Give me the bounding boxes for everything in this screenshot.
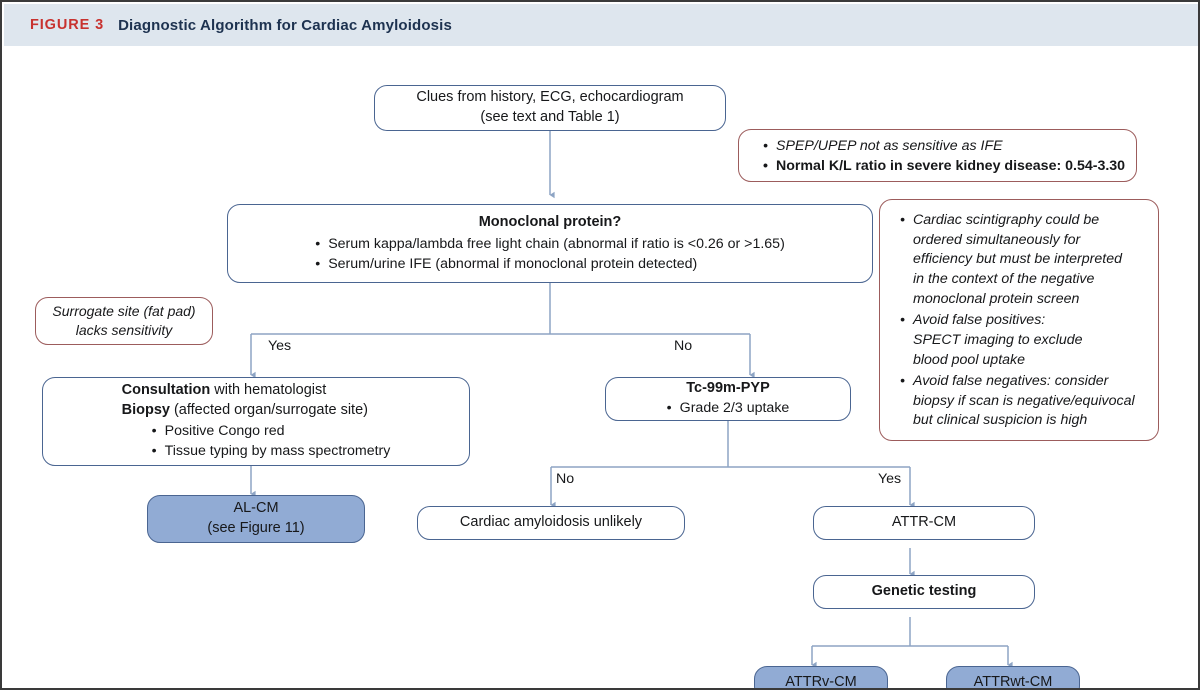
flowchart-canvas: Yes No No Yes Clues from history, ECG, e… [2, 46, 1198, 690]
node-monoclonal-item: Serum/urine IFE (abnormal if monoclonal … [315, 255, 785, 275]
node-monoclonal-item: Serum kappa/lambda free light chain (abn… [315, 235, 785, 255]
node-monoclonal-list: Serum kappa/lambda free light chain (abn… [315, 235, 785, 275]
node-monoclonal-protein[interactable]: Monoclonal protein? Serum kappa/lambda f… [227, 204, 873, 283]
node-pyp-list: Grade 2/3 uptake [667, 399, 790, 419]
node-clues[interactable]: Clues from history, ECG, echocardiogram … [374, 85, 726, 131]
node-consultation-biopsy[interactable]: Consultation with hematologist Biopsy (a… [42, 377, 470, 466]
figure-title: Diagnostic Algorithm for Cardiac Amyloid… [118, 16, 452, 34]
node-biopsy-list: Positive Congo red Tissue typing by mass… [152, 422, 391, 462]
note-scintigraphy: Cardiac scintigraphy could be ordered si… [879, 199, 1159, 441]
node-pyp-title: Tc-99m-PYP [686, 380, 770, 396]
note-scintigraphy-item: Cardiac scintigraphy could be ordered si… [900, 211, 1135, 310]
note-spep-upep-item: Normal K/L ratio in severe kidney diseas… [763, 157, 1125, 177]
node-attr-cm[interactable]: ATTR-CM [813, 506, 1035, 540]
node-attrv-cm[interactable]: ATTRv-CM [754, 666, 888, 690]
note-surrogate-line1: Surrogate site (fat pad) [52, 302, 196, 319]
note-spep-upep-list: SPEP/UPEP not as sensitive as IFE Normal… [763, 137, 1125, 177]
node-attr-cm-label: ATTR-CM [891, 514, 957, 531]
node-biopsy-item: Positive Congo red [152, 422, 391, 442]
note-surrogate-site: Surrogate site (fat pad) lacks sensitivi… [35, 297, 213, 345]
node-pyp-item: Grade 2/3 uptake [667, 399, 790, 419]
node-al-cm[interactable]: AL-CM (see Figure 11) [147, 495, 365, 543]
figure-number: FIGURE 3 [30, 17, 105, 33]
node-monoclonal-title: Monoclonal protein? [478, 213, 622, 230]
node-clues-line2: (see text and Table 1) [480, 109, 620, 125]
note-scintigraphy-item: Avoid false negatives: consider biopsy i… [900, 372, 1135, 432]
note-spep-upep-item: SPEP/UPEP not as sensitive as IFE [763, 137, 1125, 157]
figure-header: FIGURE 3 Diagnostic Algorithm for Cardia… [4, 4, 1198, 46]
node-unlikely-label: Cardiac amyloidosis unlikely [459, 514, 643, 531]
node-cardiac-amyloidosis-unlikely[interactable]: Cardiac amyloidosis unlikely [417, 506, 685, 540]
edge-label-pyp-yes: Yes [878, 471, 902, 487]
node-genetic-testing[interactable]: Genetic testing [813, 575, 1035, 609]
note-scintigraphy-item: Avoid false positives: SPECT imaging to … [900, 311, 1135, 371]
node-tc99m-pyp[interactable]: Tc-99m-PYP Grade 2/3 uptake [605, 377, 851, 421]
node-consultation-bold: Consultation [121, 381, 211, 398]
note-surrogate-line2: lacks sensitivity [75, 322, 173, 338]
edge-label-pyp-no: No [556, 471, 575, 487]
node-attrv-cm-label: ATTRv-CM [785, 673, 857, 690]
node-consultation-rest: with hematologist [210, 381, 327, 398]
node-clues-line1: Clues from history, ECG, echocardiogram [416, 89, 684, 106]
node-attrwt-cm-label: ATTRwt-CM [973, 673, 1053, 690]
edge-label-monoclonal-yes: Yes [268, 338, 292, 354]
node-biopsy-rest: (affected organ/surrogate site) [169, 401, 368, 418]
node-biopsy-line: Biopsy (affected organ/surrogate site) [122, 401, 391, 421]
node-attrwt-cm[interactable]: ATTRwt-CM [946, 666, 1080, 690]
node-biopsy-item: Tissue typing by mass spectrometry [152, 442, 391, 462]
node-biopsy-bold: Biopsy [121, 401, 170, 418]
edge-label-monoclonal-no: No [674, 338, 693, 354]
node-genetic-testing-label: Genetic testing [871, 583, 977, 600]
node-al-cm-line2: (see Figure 11) [207, 520, 305, 536]
node-consultation-line: Consultation with hematologist [122, 381, 391, 401]
node-al-cm-line1: AL-CM [233, 500, 279, 517]
note-scintigraphy-list: Cardiac scintigraphy could be ordered si… [900, 211, 1135, 432]
note-spep-upep: SPEP/UPEP not as sensitive as IFE Normal… [738, 129, 1137, 182]
